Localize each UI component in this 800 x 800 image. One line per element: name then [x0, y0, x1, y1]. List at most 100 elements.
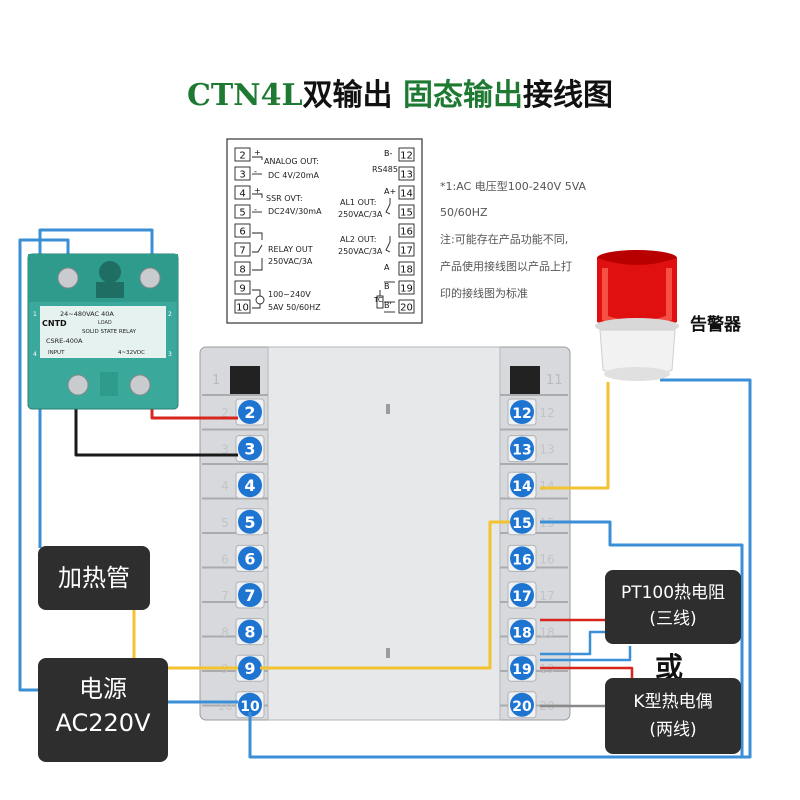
- terminal-screw: [238, 473, 262, 498]
- title-ssr-output: 固态输出: [403, 78, 524, 113]
- power-spec-1: 100~240V: [268, 290, 311, 299]
- ssr-terminal-4: 4: [33, 351, 37, 358]
- terminal-screw: [238, 619, 262, 644]
- al2-out-label: AL2 OUT:: [340, 235, 376, 244]
- wire-pt100-blue-b: [540, 646, 632, 662]
- terminal-ghost-number: 8: [221, 626, 229, 640]
- label-box-terminal-box: [398, 242, 415, 257]
- label-box-terminal-sign: -: [254, 167, 257, 176]
- power-label-line2: AC220V: [55, 709, 151, 737]
- wire-k-red: [540, 666, 634, 678]
- terminal-ghost-number: 2: [221, 406, 229, 420]
- label-box-terminal-num: 13: [400, 170, 413, 181]
- label-box-terminal-sign: +: [254, 186, 261, 195]
- label-box-terminal-num: 3: [239, 170, 245, 181]
- label-box-terminal-box: [398, 166, 415, 181]
- terminal-ghost-number: 3: [221, 443, 229, 457]
- label-box-terminal-num: 8: [239, 265, 245, 276]
- terminal-number: 15: [512, 516, 531, 532]
- note-line-1: *1:AC 电压型100-240V 5VA: [440, 180, 587, 193]
- label-box-terminal-num: 20: [400, 303, 413, 314]
- terminal-number: 18: [512, 626, 531, 642]
- label-box-terminal-box: [398, 185, 415, 200]
- al1-out-spec: 250VAC/3A: [338, 210, 383, 219]
- terminal-screw: [510, 400, 534, 424]
- rs485-label: RS485: [372, 165, 398, 174]
- terminal-screw: [238, 656, 262, 681]
- ssr-input-spec: 4~32VDC: [118, 350, 145, 356]
- terminal-ghost-number: 7: [221, 589, 229, 603]
- note-line-2: 50/60HZ: [440, 206, 488, 219]
- label-box-terminal-num: 4: [239, 189, 245, 200]
- label-box-terminal-num: 15: [400, 208, 413, 219]
- terminal-number: 6: [244, 549, 255, 568]
- terminal-ghost-number: 12: [539, 406, 554, 420]
- terminal-screw: [238, 400, 262, 424]
- k-thermocouple-label: K型热电偶 (两线): [605, 678, 741, 754]
- k-thermocouple-label-line1: K型热电偶: [633, 692, 713, 712]
- label-box-terminal-box: [398, 261, 415, 276]
- label-box-terminal-box: [398, 147, 415, 162]
- terminal-screw: [510, 692, 534, 717]
- label-box-terminal-sign: A+: [384, 187, 396, 196]
- terminal-screw: [510, 473, 534, 498]
- label-box-terminal-num: 7: [239, 246, 245, 257]
- power-label-line1: 电源: [79, 675, 127, 703]
- label-box-terminal-num: 6: [239, 227, 245, 238]
- label-box-terminal-box: [234, 147, 251, 162]
- pt100-label-line2: (三线): [649, 609, 697, 629]
- pt100-label-line1: PT100热电阻: [620, 583, 726, 603]
- terminal-number: 20: [512, 699, 532, 715]
- terminal-number: 9: [244, 659, 255, 678]
- analog-out-spec: DC 4V/20mA: [268, 171, 320, 180]
- label-box-terminal-box: [234, 166, 251, 181]
- wire-ssr-minus-term3: [74, 395, 238, 457]
- ssr-model: CSRE-400A: [46, 337, 83, 345]
- label-box-terminal-num: 14: [400, 189, 413, 200]
- analog-out-label: ANALOG OUT:: [264, 157, 319, 166]
- label-box-terminal-num: 2: [239, 151, 245, 162]
- label-box-terminal-box: [398, 299, 415, 314]
- ssr-type: SOLID STATE RELAY: [82, 329, 137, 335]
- title-wiring-diagram: 接线图: [523, 78, 614, 113]
- tc-label: TC: [373, 296, 383, 304]
- wire-pt100-blue-a: [540, 630, 605, 656]
- terminal-screw: [238, 583, 262, 607]
- terminal-number: 3: [244, 440, 255, 459]
- terminal-ghost-number: 16: [539, 552, 554, 566]
- ssr-input: INPUT: [48, 350, 65, 356]
- terminal-number: 14: [512, 479, 532, 495]
- label-box-terminal-box: [234, 261, 251, 276]
- label-box-terminal-box: [234, 204, 251, 219]
- label-box-terminal-box: [234, 299, 251, 314]
- label-box-terminal-num: 5: [239, 208, 245, 219]
- terminal-number: 10: [240, 699, 260, 715]
- terminal-screw: [510, 619, 534, 644]
- k-thermocouple-label-line2: (两线): [649, 720, 697, 740]
- label-box-terminal-sign: -: [254, 205, 257, 214]
- note-line-4: 产品使用接线图以产品上打: [440, 260, 572, 273]
- ssr-terminal-1: 1: [33, 311, 37, 318]
- label-box-terminal-num: 16: [400, 227, 413, 238]
- terminal-ghost-number: 4: [221, 479, 229, 493]
- terminal-screw: [510, 436, 534, 461]
- label-box-terminal-box: [234, 223, 251, 238]
- terminal-screw: [510, 583, 534, 607]
- label-box-terminal-num: 17: [400, 246, 413, 257]
- terminal-screw: [510, 656, 534, 681]
- label-box-terminal-sign: +: [254, 148, 261, 157]
- label-box-terminal-box: [398, 280, 415, 295]
- terminal-screw: [238, 436, 262, 461]
- label-box-terminal-box: [234, 280, 251, 295]
- terminal-number-11: 11: [546, 373, 563, 388]
- al1-out-label: AL1 OUT:: [340, 198, 376, 207]
- terminal-number: 16: [512, 552, 531, 568]
- page-title: CTN4L双输出 固态输出接线图: [0, 76, 800, 116]
- terminal-screw: [510, 509, 534, 534]
- terminal-number: 8: [244, 623, 255, 642]
- label-box-terminal-num: 12: [400, 151, 413, 162]
